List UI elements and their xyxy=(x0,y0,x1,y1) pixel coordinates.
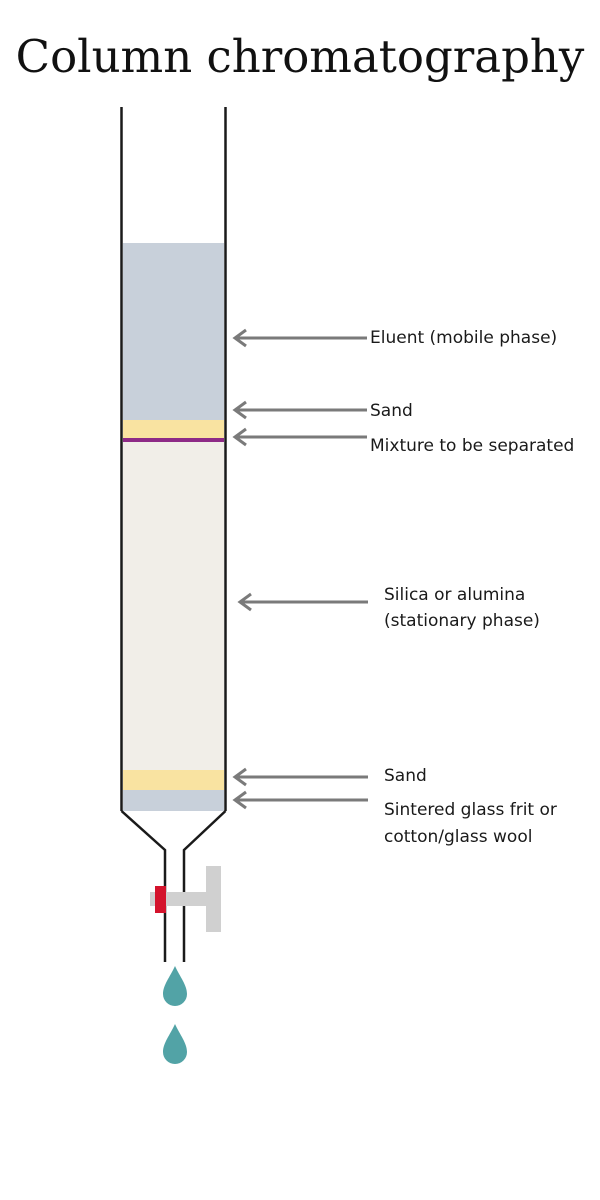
stationary-phase-label-line1: Silica or alumina xyxy=(384,585,525,605)
sand-top-arrow xyxy=(232,400,367,420)
eluent-arrow xyxy=(232,328,367,348)
stationary-phase-layer xyxy=(123,442,224,770)
mixture-arrow xyxy=(232,427,367,447)
droplet-icon xyxy=(163,1024,187,1064)
mixture-band xyxy=(123,438,224,442)
eluent-label: Eluent (mobile phase) xyxy=(370,328,557,348)
diagram-title: Column chromatography xyxy=(15,30,585,83)
stationary-phase-label-line2: (stationary phase) xyxy=(384,611,540,631)
sand-bottom-layer xyxy=(123,770,224,790)
droplet-icon xyxy=(163,966,187,1006)
frit-label-line1: Sintered glass frit or xyxy=(384,800,557,820)
frit-arrow xyxy=(232,790,368,810)
frit-layer xyxy=(123,790,224,811)
sand-top-label: Sand xyxy=(370,401,413,421)
sand-top-layer xyxy=(123,420,224,440)
sand-bottom-arrow xyxy=(232,767,368,787)
stopcock-key xyxy=(206,866,221,932)
column-glass xyxy=(120,107,227,962)
stopcock[interactable] xyxy=(150,866,221,932)
mixture-label: Mixture to be separated xyxy=(370,436,574,456)
eluent-layer xyxy=(123,243,224,420)
sand-bottom-label: Sand xyxy=(384,766,427,786)
stationary-phase-arrow xyxy=(237,592,368,612)
stopcock-handle xyxy=(155,886,166,913)
frit-label-line2: cotton/glass wool xyxy=(384,827,532,847)
